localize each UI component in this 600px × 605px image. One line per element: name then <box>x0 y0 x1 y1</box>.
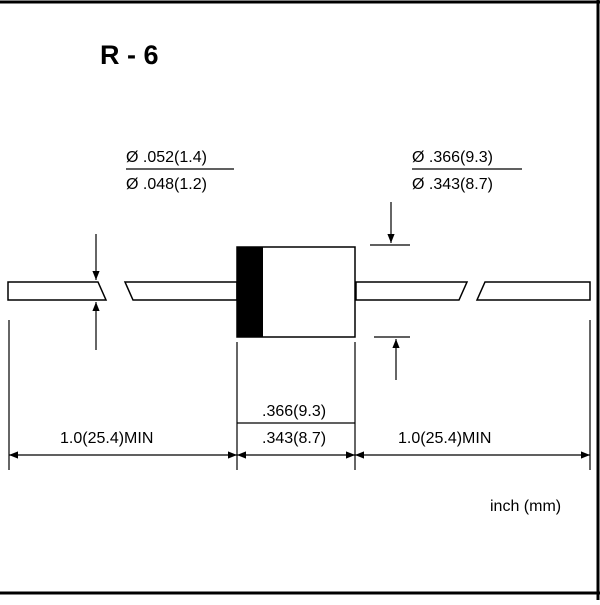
body-diameter-max-label: Ø .366(9.3) <box>412 149 493 166</box>
lead-length-right-label: 1.0(25.4)MIN <box>398 430 491 447</box>
lead-diameter-max-label: Ø .052(1.4) <box>126 149 207 166</box>
lead-diameter-min-label: Ø .048(1.2) <box>126 176 207 193</box>
lead-left-outer <box>7 281 108 301</box>
units-note: inch (mm) <box>490 498 561 515</box>
body-length-max-label: .366(9.3) <box>262 403 326 420</box>
body-length-min-label: .343(8.7) <box>262 430 326 447</box>
lead-right-outer <box>475 281 591 301</box>
package-title: R - 6 <box>100 40 159 70</box>
body-diameter-min-label: Ø .343(8.7) <box>412 176 493 193</box>
lead-right-inner <box>355 281 469 301</box>
lead-left-inner <box>123 281 238 301</box>
lead-length-left-label: 1.0(25.4)MIN <box>60 430 153 447</box>
cathode-band <box>237 247 263 337</box>
